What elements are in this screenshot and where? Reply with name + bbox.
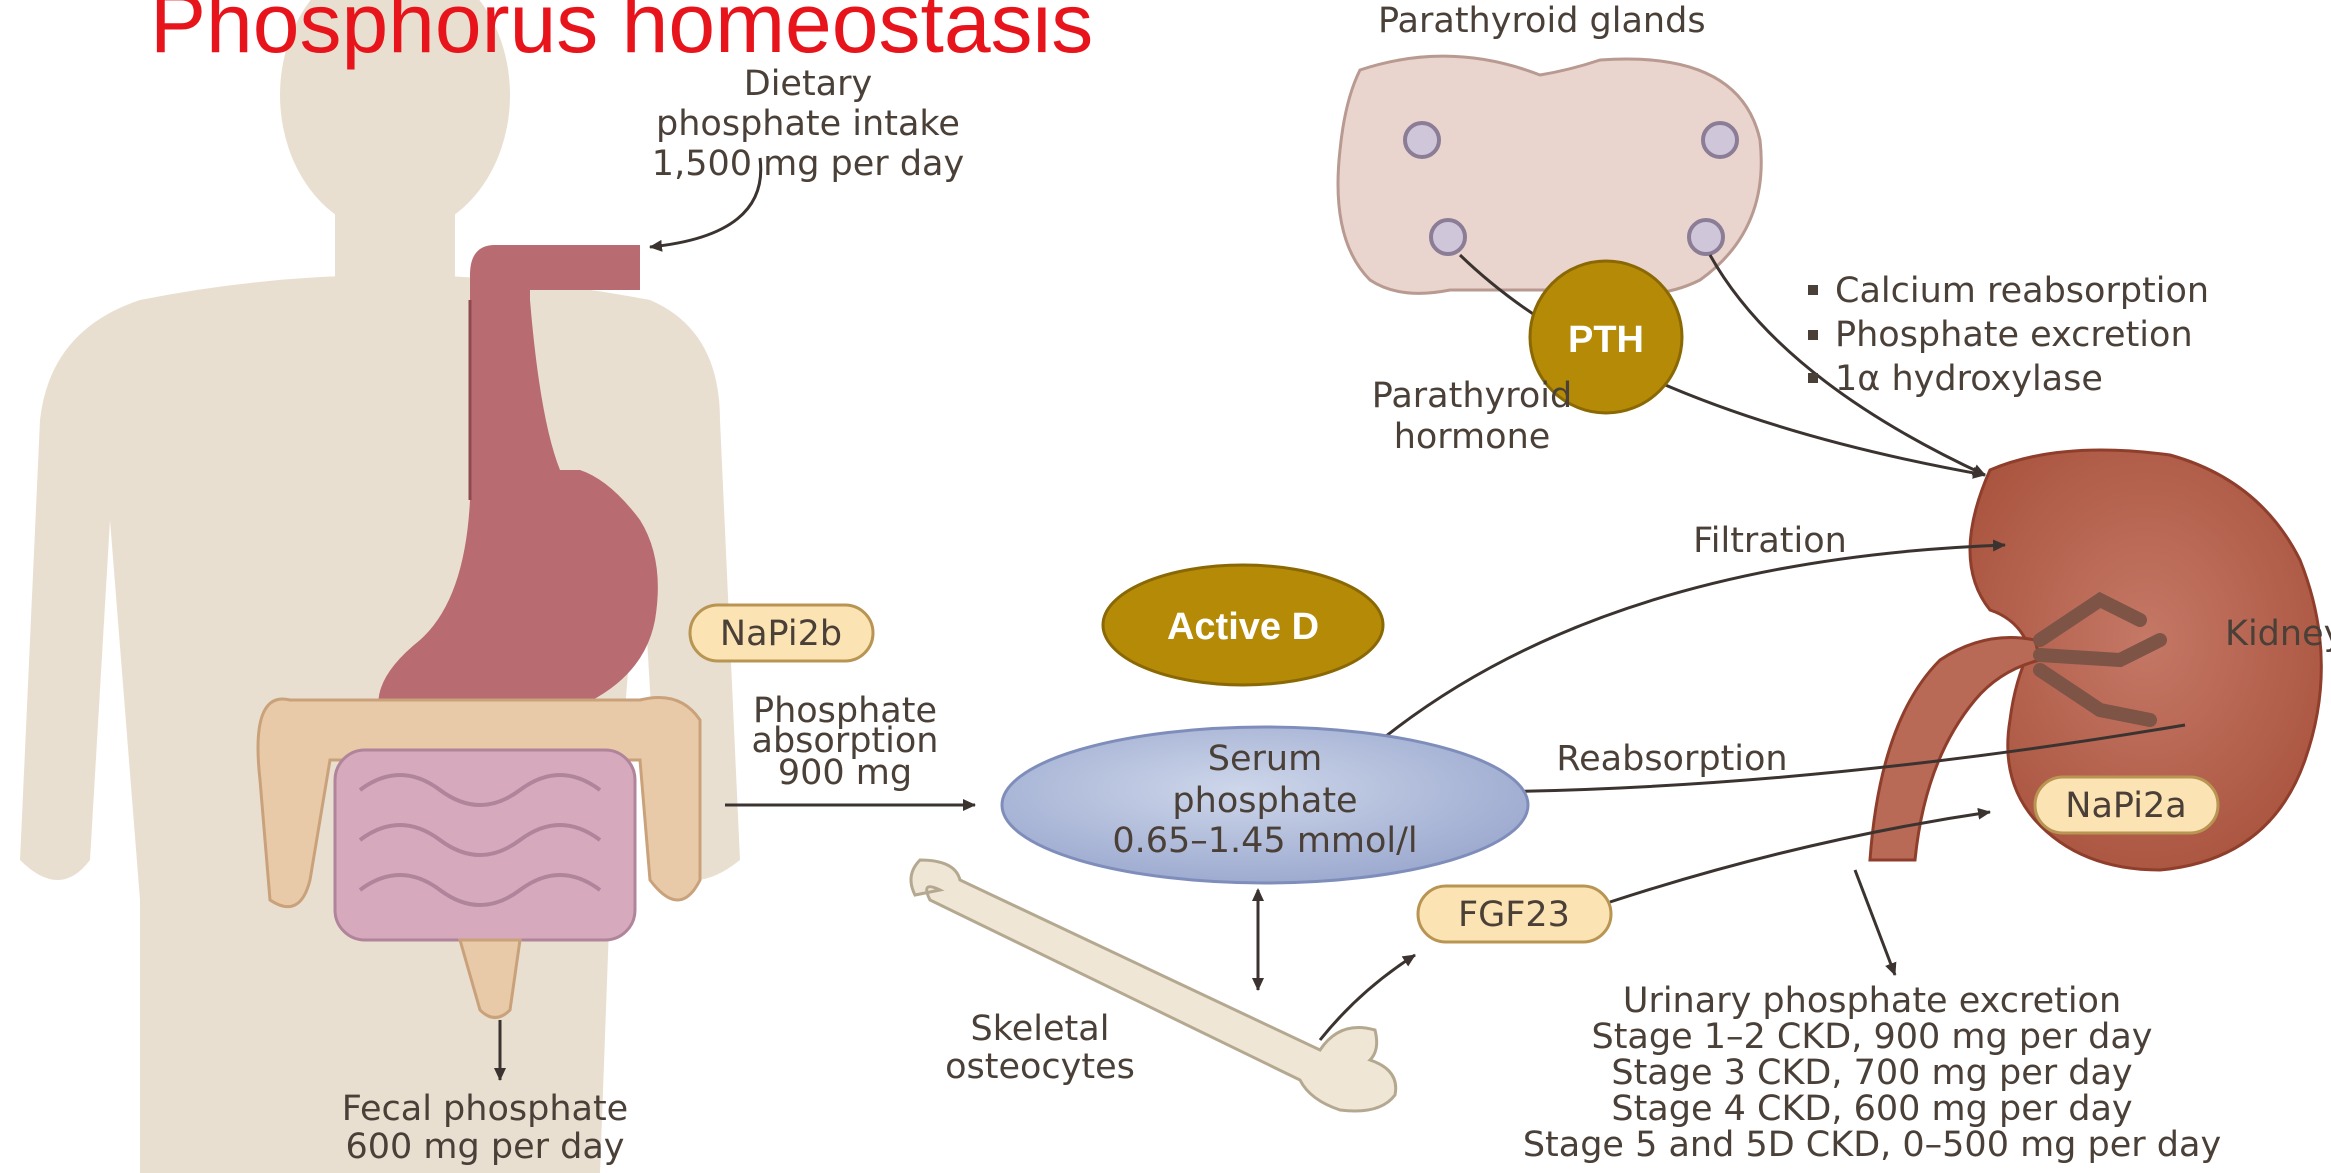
skeletal-label-line2: osteocytes bbox=[945, 1047, 1135, 1087]
urinary-stage-item: Stage 1–2 CKD, 900 mg per day bbox=[1591, 1017, 2152, 1057]
parathyroid-hormone-label-line2: hormone bbox=[1394, 417, 1551, 457]
serum-label-line3: 0.65–1.45 mmol/l bbox=[1112, 821, 1417, 861]
page-title: Phosphorus homeostasis bbox=[150, 0, 1093, 70]
absorption-label-line3: 900 mg bbox=[778, 753, 912, 793]
filtration-label: Filtration bbox=[1693, 521, 1847, 561]
pth-effect-item: Calcium reabsorption bbox=[1835, 271, 2209, 311]
serum-label-line1: Serum bbox=[1208, 739, 1322, 779]
reabsorption-label: Reabsorption bbox=[1556, 739, 1787, 779]
dietary-label-line1: Dietary bbox=[744, 64, 872, 104]
urinary-stage-item: Stage 5 and 5D CKD, 0–500 mg per day bbox=[1523, 1125, 2221, 1165]
parathyroid-glands-illustration bbox=[1338, 56, 1761, 293]
pth-effects-list: Calcium reabsorption Phosphate excretion… bbox=[1808, 271, 2209, 399]
dietary-label-line2: phosphate intake bbox=[656, 104, 960, 144]
napi2a-label: NaPi2a bbox=[2065, 786, 2186, 826]
skeletal-label-line1: Skeletal bbox=[971, 1009, 1110, 1049]
pth-badge-text: PTH bbox=[1568, 319, 1644, 361]
kidney-label: Kidney bbox=[2225, 614, 2331, 654]
urinary-excretion-list: Urinary phosphate excretion Stage 1–2 CK… bbox=[1523, 981, 2221, 1165]
fecal-label-line2: 600 mg per day bbox=[345, 1127, 624, 1167]
glands-label: Parathyroid glands bbox=[1378, 1, 1706, 41]
urinary-stage-item: Stage 3 CKD, 700 mg per day bbox=[1611, 1053, 2132, 1093]
serum-label-line2: phosphate bbox=[1172, 781, 1357, 821]
pth-effect-item: Phosphate excretion bbox=[1835, 315, 2193, 355]
dietary-label-line3: 1,500 mg per day bbox=[652, 144, 964, 184]
pth-effect-item: 1α hydroxylase bbox=[1835, 359, 2103, 399]
urinary-excretion-arrow bbox=[1855, 870, 1895, 975]
parathyroid-hormone-label-line1: Parathyroid bbox=[1372, 376, 1572, 416]
fecal-label-line1: Fecal phosphate bbox=[342, 1089, 628, 1129]
napi2b-label: NaPi2b bbox=[720, 614, 842, 654]
active-d-badge-text: Active D bbox=[1167, 606, 1319, 648]
fgf23-kidney-arrow bbox=[1610, 812, 1990, 902]
urinary-stage-item: Stage 4 CKD, 600 mg per day bbox=[1611, 1089, 2132, 1129]
fgf23-label: FGF23 bbox=[1458, 895, 1570, 935]
urinary-title: Urinary phosphate excretion bbox=[1623, 981, 2121, 1021]
